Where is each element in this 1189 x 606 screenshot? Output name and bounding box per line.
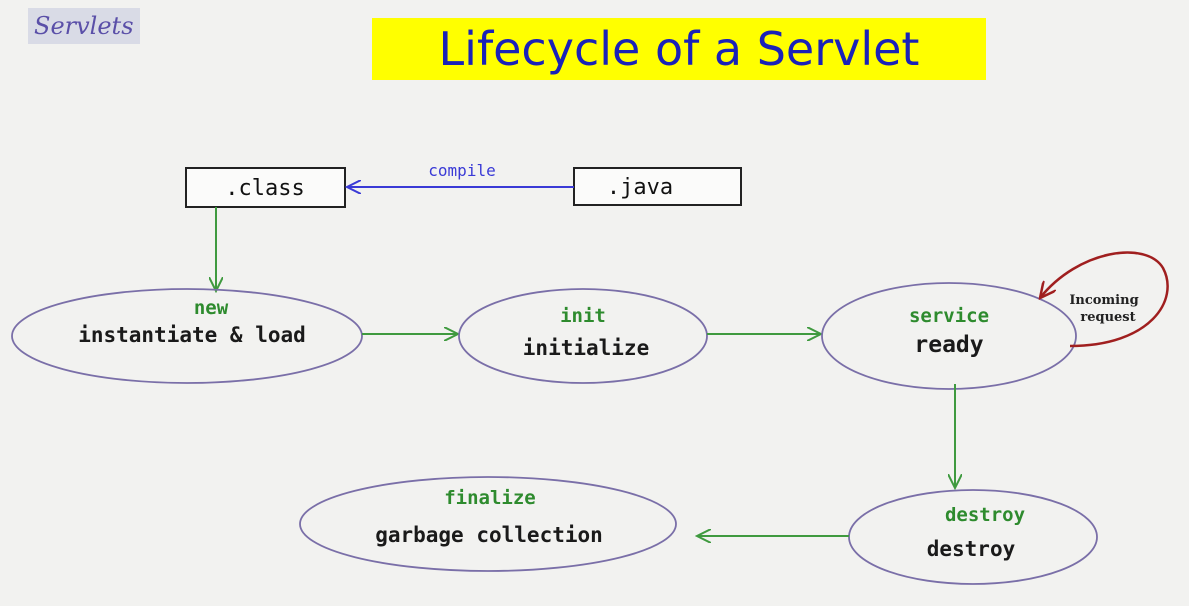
- page-title: Lifecycle of a Servlet: [372, 18, 986, 80]
- state-service-desc: ready: [914, 332, 983, 358]
- state-finalize-name: finalize: [444, 487, 536, 509]
- state-service: service ready: [821, 282, 1077, 390]
- state-new-name: new: [194, 297, 229, 319]
- state-destroy-name: destroy: [945, 504, 1025, 526]
- state-init-desc: initialize: [523, 336, 649, 360]
- incoming-label-line2: request: [1080, 310, 1135, 325]
- state-destroy-desc: destroy: [927, 537, 1016, 561]
- state-new-desc: instantiate & load: [78, 323, 306, 347]
- state-init-name: init: [560, 305, 606, 327]
- java-box: .java: [573, 167, 742, 206]
- incoming-label-line1: Incoming: [1069, 293, 1138, 308]
- state-finalize: finalize garbage collection: [299, 476, 677, 572]
- state-finalize-desc: garbage collection: [375, 523, 603, 547]
- state-service-name: service: [909, 305, 989, 327]
- class-box: .class: [185, 167, 346, 208]
- incoming-request-loop: [1040, 251, 1169, 348]
- state-init: init initialize: [458, 288, 708, 384]
- java-box-label: .java: [607, 175, 673, 200]
- state-new: new instantiate & load: [11, 288, 363, 384]
- compile-label: compile: [428, 161, 495, 180]
- brand-label: Servlets: [28, 8, 140, 44]
- class-box-label: .class: [225, 176, 304, 201]
- state-destroy: destroy destroy: [848, 489, 1098, 585]
